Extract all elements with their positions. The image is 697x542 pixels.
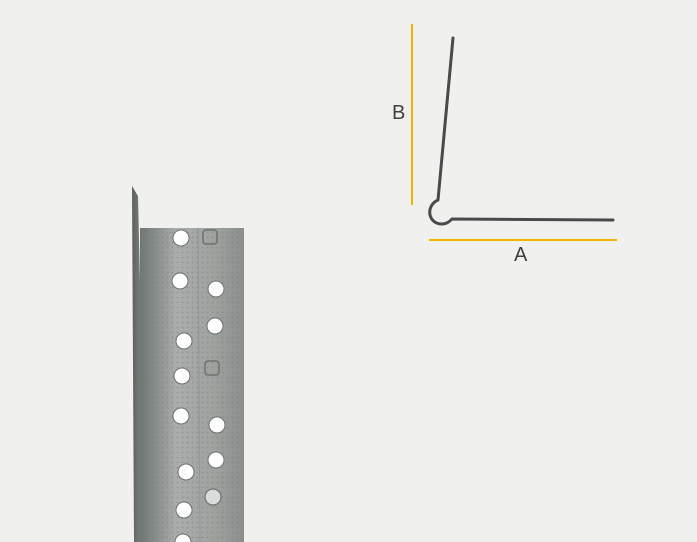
perforation-hole: [173, 367, 191, 385]
bead-face-texture: [140, 228, 244, 542]
perforation-hole: [171, 272, 189, 290]
perforation-hole: [172, 407, 190, 425]
bead-fold-line: [197, 227, 201, 542]
perforation-hole: [204, 488, 222, 506]
perforation-hole: [172, 229, 190, 247]
perforation-hole: [175, 332, 193, 350]
perforation-hole: [206, 317, 224, 335]
perforation-square: [204, 360, 220, 376]
perforation-hole: [175, 501, 193, 519]
profile-cross-section: [411, 24, 617, 241]
bead-perforations: [171, 229, 226, 542]
perforation-hole: [208, 416, 226, 434]
perforation-hole: [207, 280, 225, 298]
perforation-hole: [177, 463, 195, 481]
perforation-hole: [174, 533, 192, 542]
perforation-square: [202, 229, 218, 245]
profile-line: [428, 36, 615, 226]
corner-bead-photo: [132, 186, 244, 542]
dimension-label-a: A: [514, 244, 528, 266]
dimension-label-b: B: [392, 102, 406, 124]
perforation-hole: [207, 451, 225, 469]
